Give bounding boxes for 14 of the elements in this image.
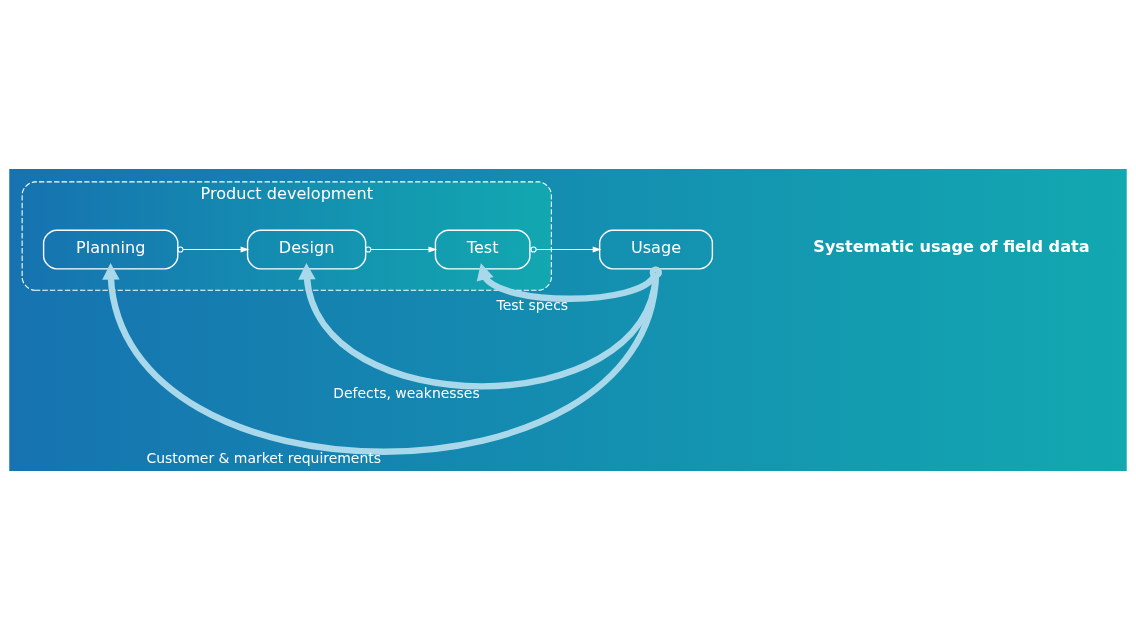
- arrow: [530, 245, 602, 253]
- node-box: Design: [246, 229, 367, 270]
- node-box: Test: [434, 229, 531, 270]
- arrow: [177, 245, 250, 253]
- label: Systematic usage of field data: [813, 236, 1090, 256]
- arrow: [476, 262, 662, 302]
- edge-label: Test specs: [496, 296, 569, 313]
- edge-label: Customer & market requirements: [146, 449, 382, 466]
- node-box: Planning: [42, 229, 179, 270]
- arrow: [298, 262, 662, 389]
- edge-label: Defects, weaknesses: [333, 384, 480, 401]
- node-box: Usage: [598, 229, 714, 270]
- arrow: [365, 245, 438, 253]
- arrow: [102, 262, 662, 455]
